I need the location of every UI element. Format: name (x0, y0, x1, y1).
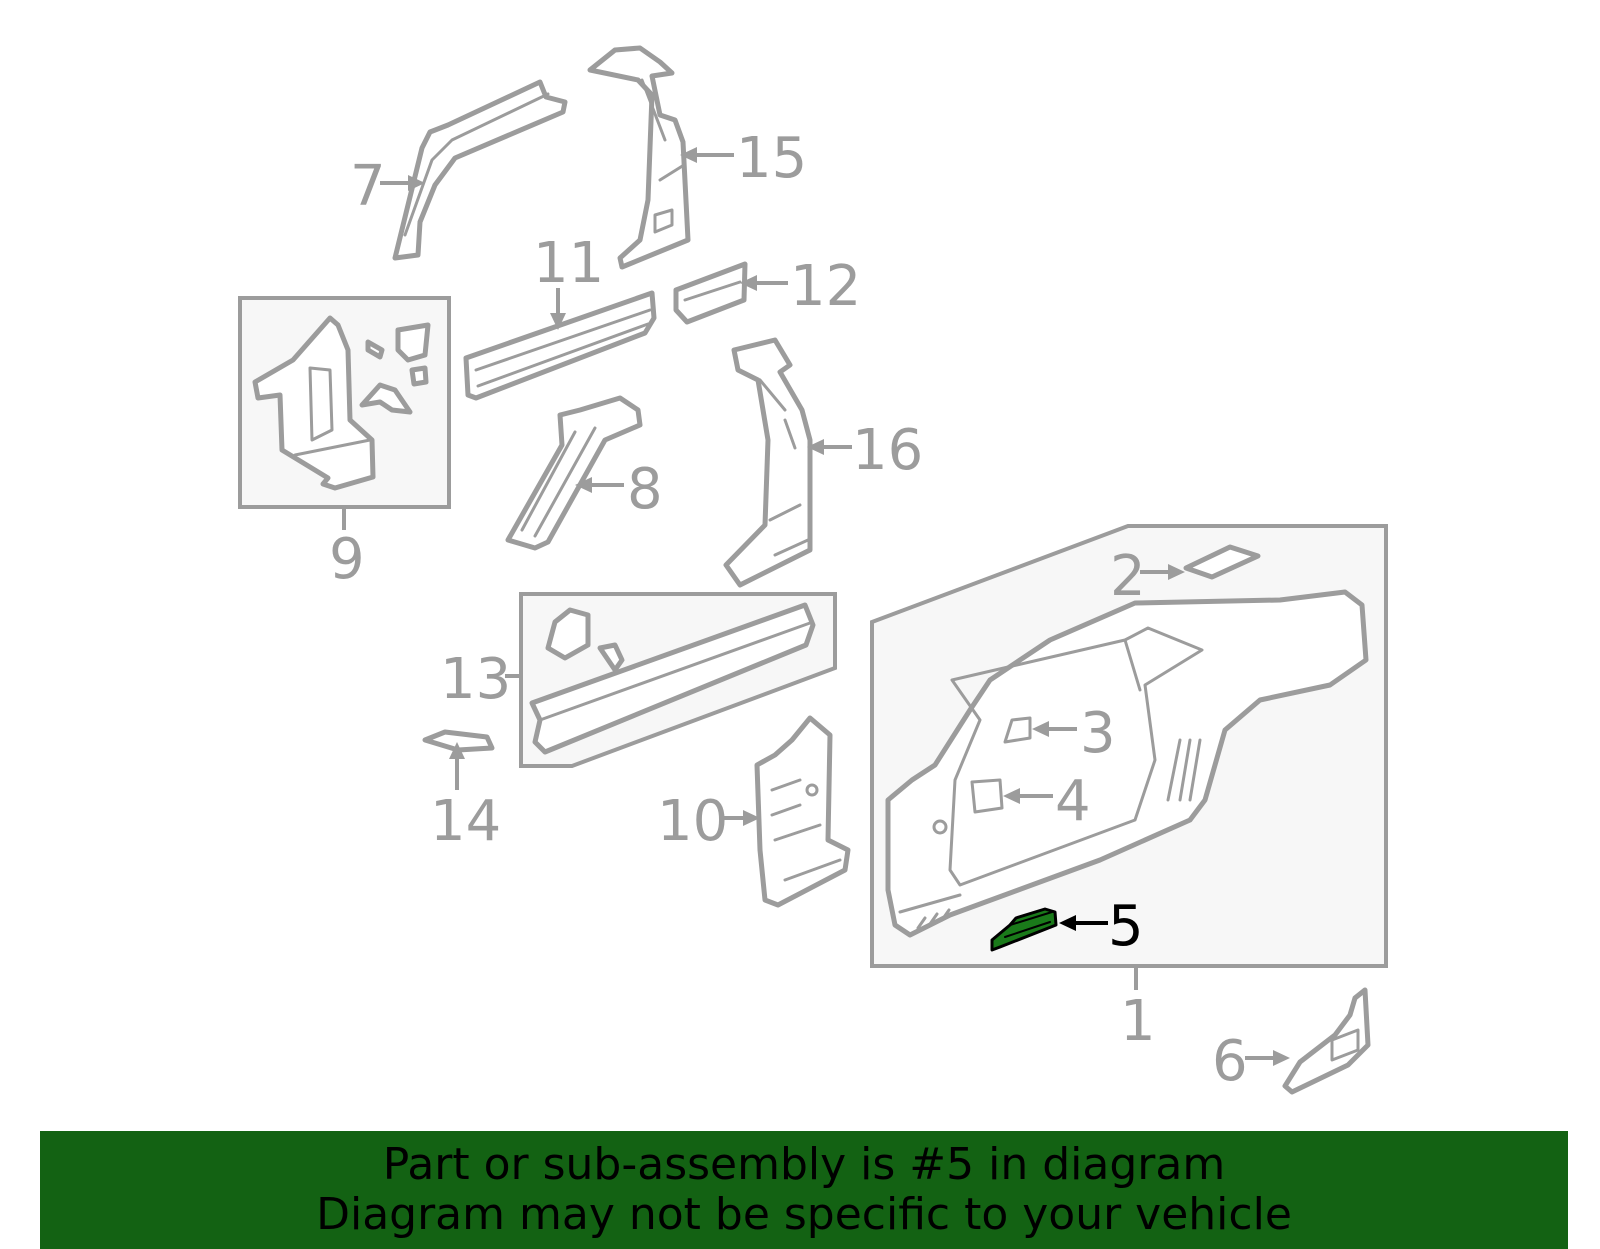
part-1-side-panel-box[interactable] (870, 524, 1388, 968)
callout-15: 15 (680, 126, 807, 191)
svg-text:14: 14 (430, 789, 501, 854)
part-6-rear-bracket[interactable] (1282, 987, 1371, 1095)
part-12-bracket[interactable] (673, 261, 748, 325)
banner-background (40, 1131, 1568, 1249)
svg-text:7: 7 (350, 154, 386, 219)
callout-8: 8 (575, 457, 663, 522)
callout-14: 14 (430, 742, 501, 854)
svg-text:9: 9 (329, 527, 365, 592)
callout-2: 2 (1110, 544, 1185, 609)
svg-text:3: 3 (1080, 701, 1116, 766)
svg-text:6: 6 (1212, 1029, 1248, 1094)
part-16-b-pillar[interactable] (723, 337, 813, 588)
svg-text:15: 15 (736, 126, 807, 191)
svg-text:13: 13 (440, 647, 511, 712)
part-13-rocker-box[interactable] (519, 592, 837, 768)
callout-16: 16 (807, 418, 923, 483)
part-7-roof-rail[interactable] (392, 79, 568, 261)
part-5-highlighted[interactable] (990, 907, 1058, 952)
callout-9: 9 (329, 509, 365, 592)
part-14-plate[interactable] (422, 729, 495, 753)
callout-1: 1 (1120, 968, 1156, 1054)
part-8-pillar-lower[interactable] (505, 395, 643, 551)
callout-7: 7 (350, 154, 425, 219)
banner-line-1: Part or sub-assembly is #5 in diagram (382, 1139, 1226, 1190)
callout-4: 4 (1003, 769, 1091, 834)
callout-3: 3 (1032, 701, 1116, 766)
part-10-hinge-pillar[interactable] (754, 715, 851, 908)
svg-text:5: 5 (1108, 894, 1144, 959)
callout-5: 5 (1059, 894, 1144, 959)
callout-13: 13 (440, 647, 521, 712)
svg-text:1: 1 (1120, 989, 1156, 1054)
info-banner: Part or sub-assembly is #5 in diagram Di… (40, 1131, 1568, 1249)
banner-line-2: Diagram may not be specific to your vehi… (316, 1189, 1292, 1240)
callout-10: 10 (657, 789, 760, 854)
part-2-patch[interactable] (1183, 544, 1261, 580)
callout-11: 11 (533, 231, 604, 330)
svg-text:2: 2 (1110, 544, 1146, 609)
callout-12: 12 (740, 254, 861, 319)
svg-text:11: 11 (533, 231, 604, 296)
part-9-assembly-box[interactable] (238, 296, 451, 509)
part-11-rocker-reinforcement[interactable] (463, 290, 657, 401)
callout-6: 6 (1212, 1029, 1290, 1094)
svg-text:8: 8 (627, 457, 663, 522)
svg-text:16: 16 (852, 418, 923, 483)
svg-text:4: 4 (1055, 769, 1091, 834)
part-15-pillar-upper[interactable] (587, 45, 691, 270)
svg-text:12: 12 (790, 254, 861, 319)
svg-text:10: 10 (657, 789, 728, 854)
